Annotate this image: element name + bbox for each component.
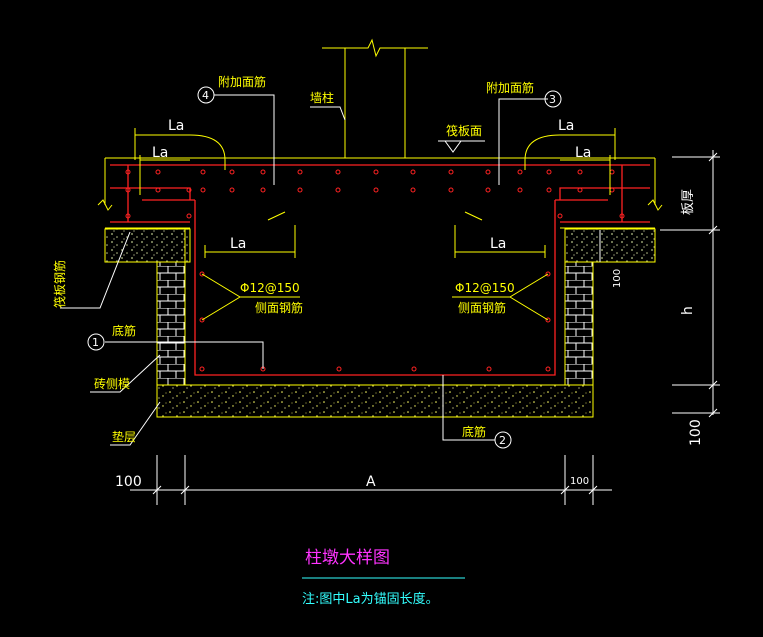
label-h: h <box>680 306 696 315</box>
marker-4: 4 <box>202 89 209 102</box>
slab-section-left <box>104 228 191 263</box>
slab-section-right <box>564 228 656 263</box>
label-brick-formwork: 砖侧模 <box>94 376 130 391</box>
label-la-top-left-inner: La <box>152 145 168 161</box>
drawing-title: 柱墩大样图 <box>305 548 390 568</box>
raft-slab <box>97 157 663 229</box>
label-leaders <box>60 94 548 446</box>
marker-1: 1 <box>92 336 99 349</box>
rebar-lines <box>110 164 650 376</box>
label-la-top-left-outer: La <box>168 118 184 134</box>
label-raft-top: 筏板面 <box>446 124 482 138</box>
label-side-bar-right-spec: Φ12@150 <box>455 281 515 295</box>
raft-top-symbol <box>438 140 485 153</box>
rebar-dots <box>125 169 625 372</box>
drawing-note: 注:图中La为锚固长度。 <box>302 591 439 607</box>
label-la-mid-left: La <box>230 236 246 252</box>
brick-formwork-left <box>156 261 186 386</box>
label-d-a: A <box>366 474 376 490</box>
marker-2: 2 <box>499 434 506 447</box>
label-la-mid-right: La <box>490 236 506 252</box>
label-wall-column: 墙柱 <box>310 90 334 105</box>
side-bar-leaders <box>201 273 549 321</box>
label-la-top-right-inner: La <box>575 145 591 161</box>
label-la-top-right-outer: La <box>558 118 574 134</box>
label-d100-right: 100 <box>570 476 589 487</box>
label-bottom-bar-right: 底筋 <box>462 424 486 439</box>
marker-3: 3 <box>549 93 556 106</box>
brick-formwork-right <box>564 261 594 386</box>
label-cushion: 垫层 <box>112 429 136 444</box>
label-bottom-bar-left: 底筋 <box>112 323 136 338</box>
marker-circles <box>87 86 562 449</box>
label-d100-bottom-right: 100 <box>688 419 704 446</box>
cushion-layer <box>156 384 594 418</box>
label-d100-left: 100 <box>115 474 142 490</box>
label-added-top-bar-right: 附加面筋 <box>486 80 534 95</box>
label-side-bar-left-name: 侧面钢筋 <box>255 300 303 315</box>
overall-dimensions <box>130 150 720 505</box>
label-side-bar-right-name: 侧面钢筋 <box>458 300 506 315</box>
label-raft-rebar: 筏板钢筋 <box>52 260 67 308</box>
label-d100-side: 100 <box>612 269 623 288</box>
label-added-top-bar-left: 附加面筋 <box>218 74 266 89</box>
label-slab-thickness: 板厚 <box>681 189 696 215</box>
la-dimension-lines <box>134 128 616 258</box>
wall-column <box>322 38 428 158</box>
label-side-bar-left-spec: Φ12@150 <box>240 281 300 295</box>
